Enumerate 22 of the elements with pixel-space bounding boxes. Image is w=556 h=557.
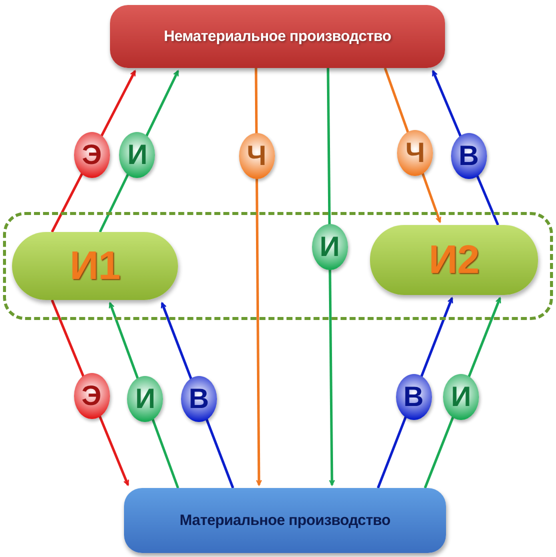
process-box — [124, 488, 446, 553]
node-label: И1 — [70, 244, 120, 288]
pill-node — [370, 225, 538, 295]
edge-label: И — [443, 374, 479, 420]
pill-node — [12, 232, 178, 300]
edge-label: В — [396, 374, 432, 420]
edge-label: В — [450, 132, 487, 179]
node-label: Нематериальное производство — [164, 28, 392, 45]
edge-label: И — [127, 376, 164, 422]
arrow — [254, 68, 262, 486]
edge-label: И — [119, 132, 156, 178]
edge-label: Ч — [238, 132, 275, 179]
dashed-group-frame — [3, 212, 553, 320]
edge-label: Э — [74, 373, 110, 420]
edge-label: И — [312, 224, 348, 270]
arrow — [326, 68, 335, 486]
edge-label: Ч — [397, 130, 434, 176]
process-box — [110, 5, 445, 68]
edge-label: Э — [74, 132, 110, 178]
edge-label: В — [180, 376, 217, 422]
node-label: Материальное производство — [180, 512, 390, 529]
node-label: И2 — [428, 238, 480, 282]
